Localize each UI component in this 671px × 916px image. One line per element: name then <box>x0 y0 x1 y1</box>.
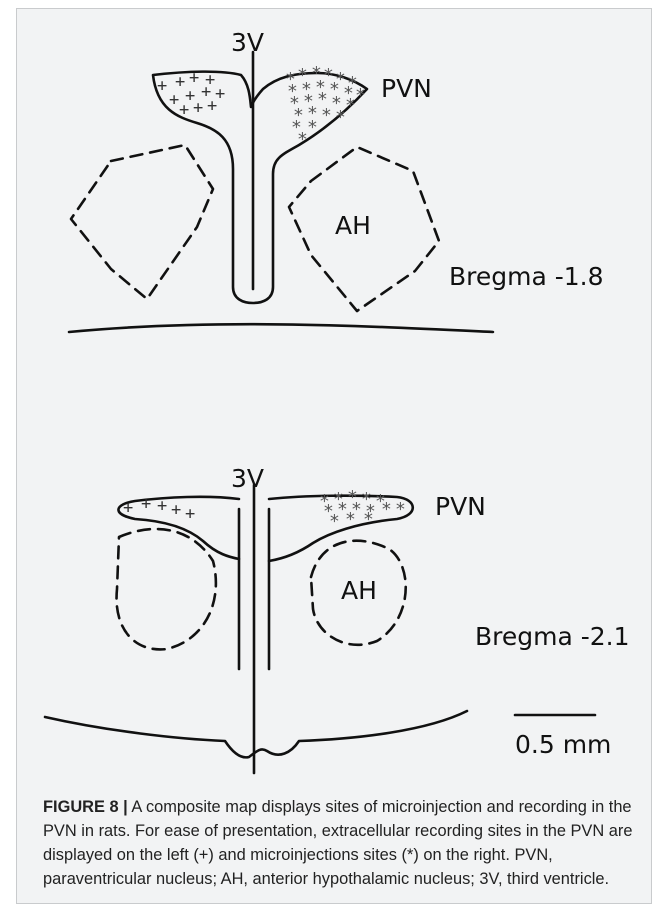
recording-site-marker: + <box>141 494 151 514</box>
bottom-ventricle-label: 3V <box>231 464 264 493</box>
caption-text: A composite map displays sites of microi… <box>43 798 632 888</box>
recording-site-marker: + <box>185 504 195 524</box>
injection-site-marker: * <box>363 509 374 530</box>
injection-site-marker: * <box>395 499 406 520</box>
recording-site-marker: + <box>193 98 203 118</box>
injection-site-marker: * <box>345 95 356 116</box>
recording-site-marker: + <box>189 68 199 88</box>
top-ah-label: AH <box>335 211 371 240</box>
injection-site-marker: * <box>345 509 356 530</box>
site-markers: +++++++++++************************+++++… <box>123 63 406 532</box>
bottom-left-ah-dashed <box>117 529 216 649</box>
recording-site-marker: + <box>123 498 133 518</box>
top-pvn-label: PVN <box>381 74 432 103</box>
bottom-base-curve <box>45 711 467 757</box>
injection-site-marker: * <box>335 107 346 128</box>
bottom-pvn-label: PVN <box>435 492 486 521</box>
injection-site-marker: * <box>297 129 308 150</box>
figure-panel: 3V PVN AH Bregma -1.8 3V PVN AH Bregma -… <box>16 8 652 904</box>
recording-site-marker: + <box>157 496 167 516</box>
injection-site-marker: * <box>381 499 392 520</box>
recording-site-marker: + <box>169 90 179 110</box>
figure-number-label: FIGURE 8 | <box>43 798 128 816</box>
top-base-curve <box>69 324 493 332</box>
recording-site-marker: + <box>171 500 181 520</box>
recording-site-marker: + <box>157 76 167 96</box>
injection-site-marker: * <box>307 117 318 138</box>
top-left-ah-dashed <box>71 145 213 299</box>
top-ventricle-label: 3V <box>231 28 264 57</box>
anatomical-diagram: 3V PVN AH Bregma -1.8 3V PVN AH Bregma -… <box>17 9 653 799</box>
recording-site-marker: + <box>207 96 217 116</box>
top-bregma-label: Bregma -1.8 <box>449 262 604 291</box>
recording-site-marker: + <box>179 100 189 120</box>
scale-bar-label: 0.5 mm <box>515 730 611 759</box>
injection-site-marker: * <box>355 85 366 106</box>
bottom-bregma-label: Bregma -2.1 <box>475 622 630 651</box>
injection-site-marker: * <box>329 511 340 532</box>
bottom-ah-label: AH <box>341 576 377 605</box>
recording-site-marker: + <box>175 72 185 92</box>
figure-caption: FIGURE 8 | A composite map displays site… <box>43 795 641 891</box>
injection-site-marker: * <box>321 105 332 126</box>
